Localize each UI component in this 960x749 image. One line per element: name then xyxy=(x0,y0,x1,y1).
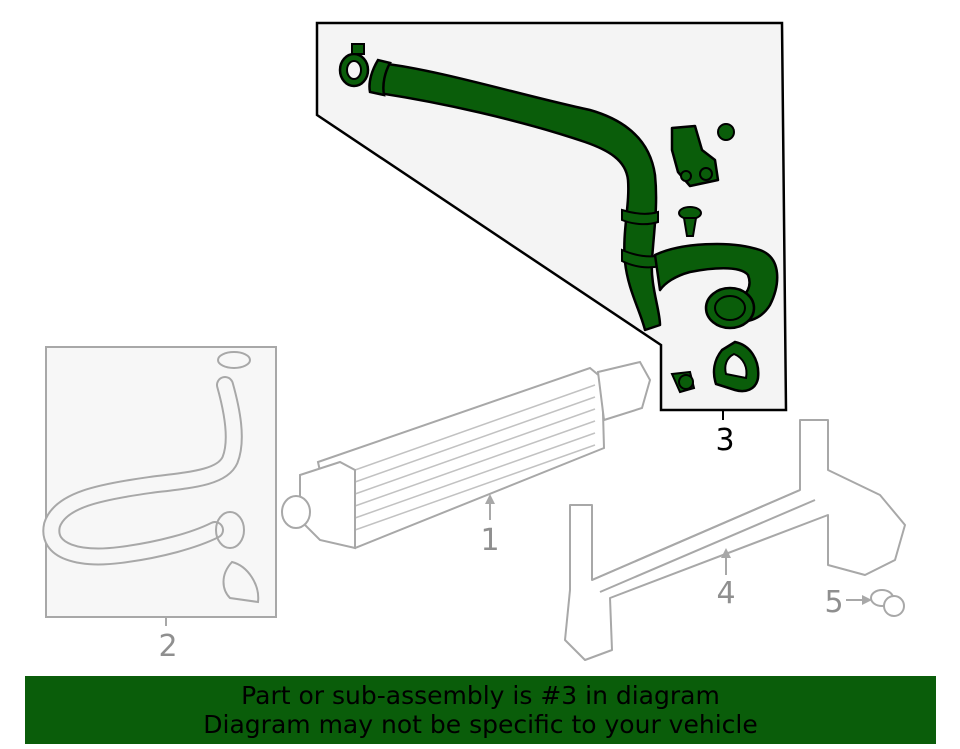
intercooler-outlet xyxy=(596,360,652,422)
push-retainer-stem xyxy=(883,595,905,617)
subassembly-2-group[interactable] xyxy=(42,346,277,626)
hose-2-inner xyxy=(44,378,241,564)
callout-5-arrow xyxy=(862,595,872,605)
banner-line-2: Diagram may not be specific to your vehi… xyxy=(203,710,758,739)
support-bracket-rail xyxy=(591,489,816,593)
callout-5: 5 xyxy=(824,585,843,620)
clip-2 xyxy=(222,560,260,604)
callout-1: 1 xyxy=(480,523,499,558)
info-banner: Part or sub-assembly is #3 in diagram Di… xyxy=(25,676,936,744)
callout-2: 2 xyxy=(158,629,177,664)
support-bracket-group[interactable] xyxy=(564,419,906,661)
subassembly-3-group[interactable] xyxy=(315,21,788,420)
clamp-2-coupler xyxy=(215,511,245,549)
hose-clamp-top[interactable] xyxy=(338,43,370,88)
hose-band-1 xyxy=(621,208,659,226)
hose-coupler-inner xyxy=(714,295,746,321)
intercooler-core-lines xyxy=(354,384,596,531)
push-pin-fastener[interactable] xyxy=(678,206,702,237)
seal-clip-hole xyxy=(724,352,748,380)
upper-hose-end-cuff xyxy=(368,58,392,97)
push-retainer-group[interactable] xyxy=(846,589,905,617)
callout-1-arrow xyxy=(485,494,495,504)
callout-3: 3 xyxy=(715,423,734,458)
support-bracket-body xyxy=(564,419,906,661)
clamp-2-top xyxy=(217,351,251,369)
upper-charge-hose[interactable] xyxy=(370,61,662,332)
intercooler-group[interactable] xyxy=(281,360,652,550)
subassembly-3-panel xyxy=(315,21,788,412)
mounting-bracket[interactable] xyxy=(670,124,720,188)
callout-4-arrow xyxy=(721,548,731,558)
intercooler-inlet xyxy=(281,495,311,529)
small-nut[interactable] xyxy=(717,123,735,141)
bolt-fastener[interactable] xyxy=(670,370,696,394)
banner-line-1: Part or sub-assembly is #3 in diagram xyxy=(241,681,720,710)
callout-4: 4 xyxy=(716,576,735,611)
intercooler-body xyxy=(316,366,606,550)
